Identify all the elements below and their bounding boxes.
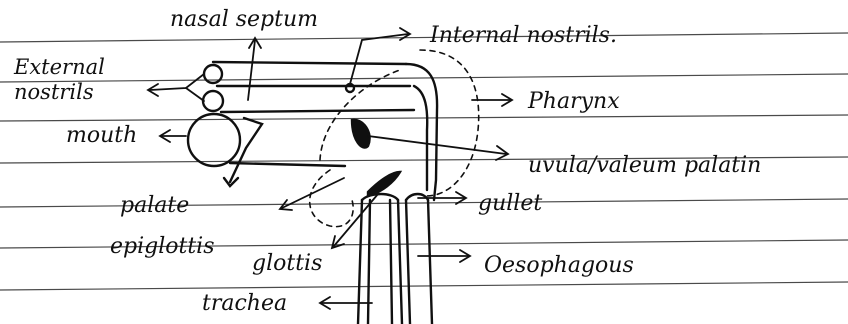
label-uvula: uvula/valeum palatin: [528, 153, 761, 178]
internal-nostrils-arrow: [350, 34, 408, 84]
label-mouth: mouth: [66, 123, 137, 148]
nasal-passage-lower: [221, 110, 414, 112]
ruled-line: [0, 282, 848, 290]
label-glottis: glottis: [252, 251, 322, 276]
label-trachea: trachea: [202, 291, 287, 316]
oral-cavity-dashed-outline: [310, 170, 353, 227]
label-external-nostrils-1: External: [13, 55, 105, 79]
label-pharynx: Pharynx: [527, 89, 620, 114]
trachea-left-wall: [358, 200, 362, 324]
label-palate: palate: [120, 193, 189, 218]
epiglottis-flap: [368, 172, 400, 196]
label-oesophagous: Oesophagous: [484, 253, 634, 278]
ruled-line: [0, 33, 848, 42]
external-nostrils-arrow-lower: [186, 88, 204, 101]
anatomy-drawing: [188, 50, 479, 324]
uvula: [352, 120, 370, 148]
lower-external-nostril: [203, 91, 223, 111]
label-external-nostrils-2: nostrils: [14, 80, 94, 104]
oral-passage: [230, 163, 345, 166]
pharynx-wall: [406, 64, 437, 200]
mouth-opening: [188, 114, 240, 166]
glottis-arrow: [334, 194, 378, 246]
internal-nostril: [346, 84, 354, 92]
trachea-left-inner: [368, 200, 370, 324]
nasal-septum-arrow: [248, 40, 255, 100]
palate-bracket: [230, 118, 262, 182]
nasal-passage-upper: [213, 62, 406, 64]
labels: nasal septum Internal nostrils. External…: [13, 7, 761, 316]
ruled-line: [0, 115, 848, 121]
trachea-right-wall: [398, 200, 402, 324]
label-nasal-septum: nasal septum: [170, 7, 318, 32]
leader-arrows: [148, 28, 512, 309]
ruled-line: [0, 74, 848, 82]
oesophagus-left-wall: [406, 200, 410, 324]
pharynx-inner-wall: [414, 86, 427, 190]
label-epiglottis: epiglottis: [110, 234, 215, 259]
trachea-right-inner: [390, 200, 392, 324]
external-nostrils-arrow: [150, 74, 204, 90]
oesophagus-right-wall: [428, 200, 432, 324]
oesophagus-top: [406, 194, 428, 200]
label-gullet: gullet: [478, 191, 542, 216]
label-internal-nostrils: Internal nostrils.: [429, 23, 617, 48]
